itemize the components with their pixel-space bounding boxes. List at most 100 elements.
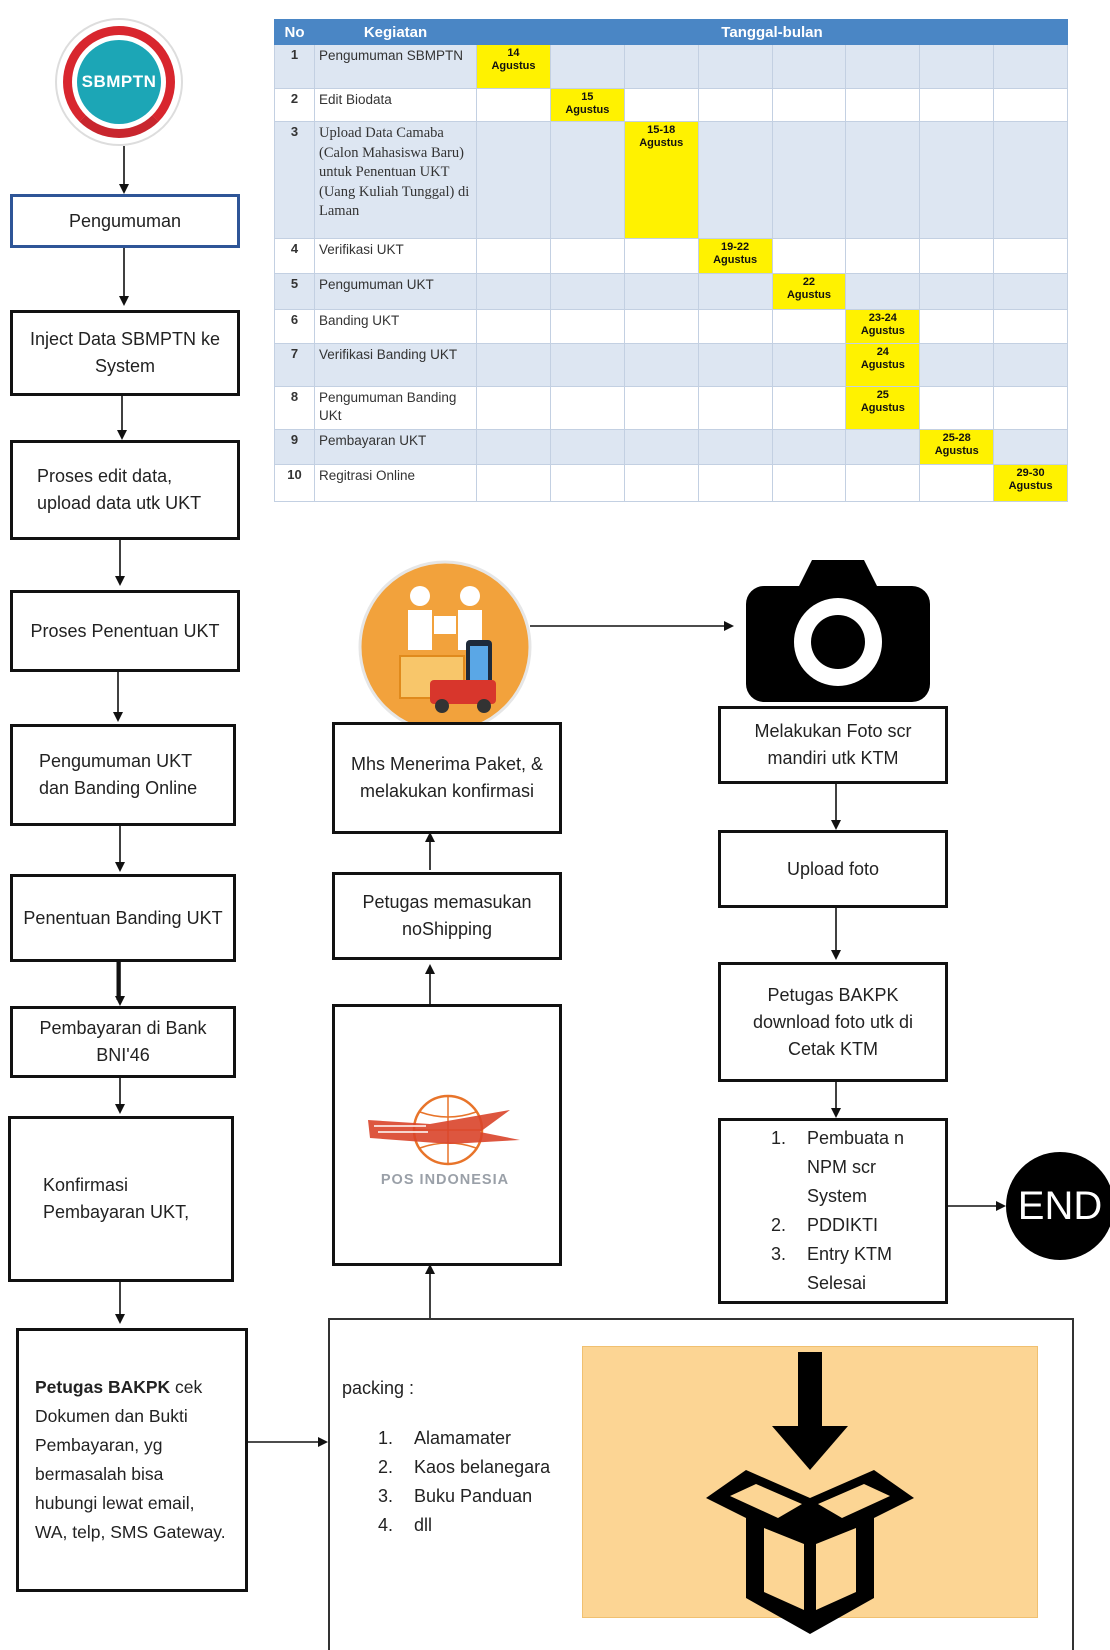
step-banding-ukt-label: Penentuan Banding UKT: [23, 907, 223, 928]
schedule-date-cell: [919, 238, 995, 274]
packing-title: packing :: [342, 1378, 415, 1398]
schedule-date-highlight: 25 Agustus: [845, 386, 921, 430]
schedule-date-cell: [623, 429, 699, 465]
schedule-row-activity: Pengumuman UKT: [314, 273, 477, 310]
schedule-date-cell: [845, 273, 921, 310]
schedule-row-no: 6: [274, 309, 315, 344]
schedule-date-cell: [845, 88, 921, 122]
schedule-date-cell: [993, 386, 1068, 430]
schedule-date-cell: [476, 273, 551, 310]
schedule-row-activity: Verifikasi Banding UKT: [314, 343, 477, 387]
schedule-date-cell: [771, 464, 847, 502]
schedule-date-cell: [845, 429, 921, 465]
schedule-row-activity: Verifikasi UKT: [314, 238, 477, 274]
schedule-date-cell: [476, 238, 551, 274]
step-upload-foto-label: Upload foto: [786, 858, 880, 879]
final-step-item: 1. Pembuata n NPM scr System: [771, 1124, 931, 1211]
step-petugas-shipping: Petugas memasukan noShipping: [332, 872, 562, 960]
schedule-date-cell: [623, 273, 699, 310]
pos-indonesia-logo: [368, 1094, 520, 1166]
header-dates: Tanggal-bulan: [476, 19, 1068, 45]
sbmptn-logo-ring: SBMPTN: [63, 26, 175, 138]
schedule-date-cell: [697, 464, 773, 502]
schedule-date-cell: [697, 44, 773, 89]
step-inject-data: Inject Data SBMPTN ke System: [10, 310, 240, 396]
step-petugas-bakpk-cek: Petugas BAKPK cek Dokumen dan Bukti Pemb…: [16, 1328, 248, 1592]
schedule-date-cell: [993, 273, 1068, 310]
schedule-date-cell: [993, 238, 1068, 274]
schedule-date-cell: [993, 121, 1068, 239]
packing-item-number: 1.: [378, 1428, 394, 1448]
schedule-date-highlight: 23-24 Agustus: [845, 309, 921, 344]
schedule-date-cell: [771, 88, 847, 122]
final-step-item-number: 1.: [771, 1128, 787, 1148]
schedule-date-cell: [771, 238, 847, 274]
schedule-date-cell: [697, 429, 773, 465]
schedule-row-no: 7: [274, 343, 315, 387]
camera-icon: [746, 560, 930, 702]
schedule-date-highlight: 24 Agustus: [845, 343, 921, 387]
packing-item-number: 4.: [378, 1515, 394, 1535]
step-banding-ukt: Penentuan Banding UKT: [10, 874, 236, 962]
header-activity: Kegiatan: [314, 19, 477, 45]
schedule-date-highlight: 22 Agustus: [771, 273, 847, 310]
schedule-header-row: No Kegiatan Tanggal-bulan: [274, 19, 1068, 45]
pos-indonesia-logo-text: POS INDONESIA: [380, 1172, 510, 1188]
schedule-date-cell: [919, 273, 995, 310]
schedule-date-cell: [771, 429, 847, 465]
schedule-date-highlight: 25-28 Agustus: [919, 429, 995, 465]
step-penentuan-ukt-label: Proses Penentuan UKT: [30, 620, 220, 641]
schedule-row-activity: Pengumuman Banding UKt: [314, 386, 477, 430]
schedule-date-cell: [919, 343, 995, 387]
final-step-item: 2.PDDIKTI: [771, 1211, 931, 1240]
schedule-date-cell: [623, 44, 699, 89]
open-box-icon: [706, 1352, 914, 1634]
schedule-date-cell: [771, 386, 847, 430]
schedule-date-cell: [697, 88, 773, 122]
schedule-date-cell: [993, 88, 1068, 122]
schedule-row-no: 9: [274, 429, 315, 465]
schedule-date-cell: [993, 309, 1068, 344]
schedule-date-cell: [549, 429, 625, 465]
step-inject-data-label: Inject Data SBMPTN ke System: [29, 329, 221, 376]
step-pengumuman: Pengumuman: [10, 194, 240, 248]
schedule-date-cell: [623, 309, 699, 344]
final-step-item: 3.Entry KTM Selesai: [771, 1240, 931, 1298]
schedule-date-cell: [476, 343, 551, 387]
schedule-date-highlight: 14 Agustus: [476, 44, 551, 89]
schedule-row-no: 8: [274, 386, 315, 430]
petugas-bakpk-rest: cek Dokumen dan Bukti Pembayaran, yg ber…: [35, 1377, 226, 1542]
packing-item: 3.Buku Panduan: [378, 1482, 550, 1511]
end-badge: END: [1006, 1152, 1110, 1260]
step-penentuan-ukt: Proses Penentuan UKT: [10, 590, 240, 672]
final-step-item-text: Pembuata n NPM scr System: [807, 1128, 905, 1206]
schedule-date-cell: [919, 121, 995, 239]
packing-item: 4.dll: [378, 1511, 550, 1540]
step-pengumuman-label: Pengumuman: [68, 210, 182, 231]
schedule-row-activity: Edit Biodata: [314, 88, 477, 122]
schedule-date-cell: [919, 464, 995, 502]
schedule-date-highlight: 15-18 Agustus: [623, 121, 699, 239]
final-step-item-number: 2.: [771, 1215, 787, 1235]
schedule-date-cell: [476, 309, 551, 344]
schedule-row-no: 1: [274, 44, 315, 89]
schedule-row-activity: Banding UKT: [314, 309, 477, 344]
schedule-date-cell: [845, 238, 921, 274]
step-mhs-menerima-label: Mhs Menerima Paket, & melakukan konfirma…: [350, 754, 544, 801]
step-petugas-bakpk-cek-text: Petugas BAKPK cek Dokumen dan Bukti Pemb…: [35, 1373, 229, 1547]
schedule-date-cell: [476, 386, 551, 430]
step-pembayaran-bank: Pembayaran di Bank BNI'46: [10, 1006, 236, 1078]
schedule-date-cell: [771, 309, 847, 344]
step-download-foto: Petugas BAKPK download foto utk di Cetak…: [718, 962, 948, 1082]
packing-item: 1.Alamamater: [378, 1424, 550, 1453]
step-pengumuman-ukt: Pengumuman UKT dan Banding Online: [10, 724, 236, 826]
